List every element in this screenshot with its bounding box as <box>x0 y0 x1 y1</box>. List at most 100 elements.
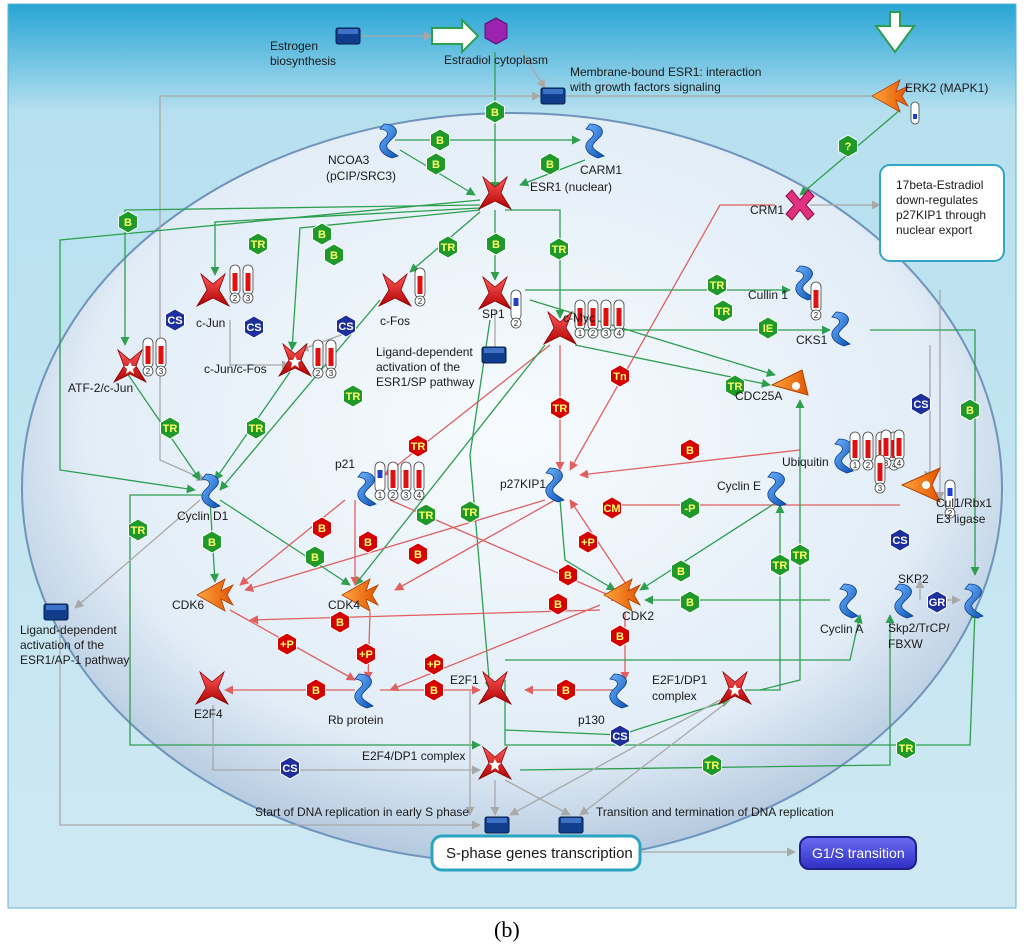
expression-thermometers: 2322323212342123412343432 <box>142 101 956 519</box>
hex-label-0: B <box>491 107 499 119</box>
therm-bulb-4-0 <box>510 317 522 329</box>
label-membrane-1: Membrane-bound ESR1: interaction <box>570 65 761 79</box>
label-ubiquitin: Ubiquitin <box>782 455 829 469</box>
hex-label-56: CS <box>282 763 297 775</box>
node-p21 <box>357 471 377 507</box>
hex-25: B <box>671 559 691 583</box>
hex-shape-10 <box>486 232 506 256</box>
hex-label-18: TR <box>249 423 264 435</box>
therm-label-11-0: 2 <box>948 509 953 518</box>
node-cyclin-e <box>767 471 787 507</box>
hex-label-3: B <box>546 159 554 171</box>
node-cjun-shape <box>195 272 231 307</box>
therm-bulb-7-1 <box>387 489 399 501</box>
hex-label-7: B <box>318 229 326 241</box>
edge-43 <box>239 499 346 586</box>
node-cyclin-d1 <box>201 473 221 509</box>
hex-shape-33 <box>550 396 570 420</box>
label-membrane-2: with growth factors signaling <box>569 80 721 94</box>
hex-shape-3 <box>540 152 560 176</box>
node-erk2-shape <box>871 79 910 113</box>
node-carm1 <box>585 123 605 159</box>
hex-19: B <box>960 398 980 422</box>
hex-8: B <box>324 243 344 267</box>
therm-fill-1-0 <box>417 276 423 294</box>
hex-label-20: TR <box>131 525 146 537</box>
edge-31 <box>354 344 546 586</box>
edge-64 <box>509 699 721 816</box>
hex-label-46: +P <box>427 659 441 671</box>
node-transition-dna-shine <box>561 818 581 823</box>
node-start-dna-shine <box>487 818 507 823</box>
hex-shape-19 <box>960 398 980 422</box>
hex-label-29: TR <box>419 510 434 522</box>
label-estrogen-2: biosynthesis <box>270 54 336 68</box>
hex-50: B <box>556 678 576 702</box>
node-p130-shape <box>609 673 629 709</box>
label-cjun: c-Jun <box>196 316 225 330</box>
therm-bulb-2-0 <box>142 365 154 377</box>
hex-shape-35 <box>680 438 700 462</box>
hex-1: B <box>430 128 450 152</box>
hex-shape-41 <box>548 592 568 616</box>
therm-fill-10-0 <box>877 463 883 481</box>
label-cyclin-a: Cyclin A <box>820 622 863 636</box>
hex-label-24: -P <box>685 503 696 515</box>
hex-shape-25 <box>671 559 691 583</box>
therm-bulb-8-0 <box>849 459 861 471</box>
g1s-box[interactable] <box>799 836 917 870</box>
node-cdc25a-hole <box>792 382 800 390</box>
hex-shape-14 <box>758 316 778 340</box>
hex-label-22: B <box>208 537 216 549</box>
therm-bulb-5-3 <box>613 327 625 339</box>
label-cfos: c-Fos <box>380 314 410 328</box>
hex-shape-51 <box>165 308 185 332</box>
label-atf2: ATF-2/c-Jun <box>68 381 133 395</box>
label-rb: Rb protein <box>328 713 383 727</box>
hex-label-55: CS <box>892 535 907 547</box>
therm-label-8-1: 2 <box>866 461 871 470</box>
hex-shape-26 <box>680 590 700 614</box>
therm-fill-5-2 <box>603 308 609 326</box>
node-cul1-burst <box>922 481 930 489</box>
node-e2f1 <box>477 670 513 705</box>
node-ligand-sp <box>481 346 507 364</box>
therm-fill-8-0 <box>852 440 858 458</box>
hex-label-27: TR <box>773 560 788 572</box>
therm-label-5-0: 1 <box>578 329 583 338</box>
hex-shape-17 <box>160 416 180 440</box>
node-estrogen-biosynthesis <box>335 27 361 45</box>
label-e2f4: E2F4 <box>194 707 223 721</box>
hex-57: CS <box>610 724 630 748</box>
hex-shape-24 <box>680 496 700 520</box>
hex-shape-23 <box>305 545 325 569</box>
hex-16: TR <box>343 384 363 408</box>
hex-18: TR <box>246 416 266 440</box>
edge-56 <box>505 614 863 661</box>
edge-35 <box>559 499 616 591</box>
hex-44: +P <box>277 632 297 656</box>
therm-fill-3-0 <box>315 348 321 366</box>
g1s-label: G1/S transition <box>812 845 905 861</box>
hex-shape-39 <box>578 530 598 554</box>
s-phase-box[interactable] <box>430 834 642 872</box>
hex-label-44: +P <box>280 639 294 651</box>
label-cks1: CKS1 <box>796 333 828 347</box>
hex-48: B <box>306 678 326 702</box>
therm-label-3-1: 3 <box>329 369 334 378</box>
hex-label-14: IE <box>763 323 773 335</box>
hex-shape-31 <box>896 736 916 760</box>
edge-47 <box>249 609 601 625</box>
hex-label-51: CS <box>167 315 182 327</box>
therm-fill-11-0 <box>947 488 953 496</box>
node-sp1-shape <box>477 275 513 310</box>
node-skp2-complex-shape <box>894 583 914 619</box>
hex-20: TR <box>128 518 148 542</box>
label-sp1: SP1 <box>482 307 505 321</box>
therm-fill-0-0 <box>232 273 238 291</box>
hex-12: TR <box>707 273 727 297</box>
label-p27: p27KIP1 <box>500 477 546 491</box>
node-cks1-shape <box>831 311 851 347</box>
